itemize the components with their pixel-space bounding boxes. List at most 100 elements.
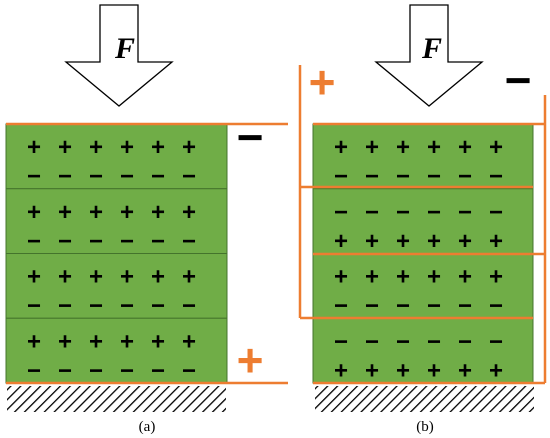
positive-charge: +: [396, 134, 410, 161]
caption-a: (a): [139, 419, 156, 435]
positive-charge: +: [334, 134, 348, 161]
right-electrode-sign-b: −: [505, 54, 532, 106]
negative-charge: −: [27, 163, 41, 190]
negative-charge: −: [365, 328, 379, 355]
negative-charge: −: [365, 199, 379, 226]
positive-charge: +: [89, 264, 103, 291]
positive-charge: +: [58, 264, 72, 291]
positive-charge: +: [427, 264, 441, 291]
positive-charge: +: [396, 228, 410, 255]
positive-charge: +: [120, 264, 134, 291]
negative-charge: −: [458, 293, 472, 320]
negative-charge: −: [89, 228, 103, 255]
positive-charge: +: [182, 328, 196, 355]
negative-charge: −: [151, 357, 165, 384]
dielectric-layer: [312, 317, 534, 384]
left-electrode-sign-b: +: [309, 56, 336, 108]
negative-charge: −: [489, 163, 503, 190]
left-electrode-b: [298, 65, 533, 320]
negative-charge: −: [489, 293, 503, 320]
dielectric-layer: [312, 123, 534, 190]
positive-charge: +: [334, 357, 348, 384]
caption-b: (b): [416, 419, 434, 435]
positive-charge: +: [182, 134, 196, 161]
positive-charge: +: [151, 134, 165, 161]
positive-charge: +: [365, 264, 379, 291]
negative-charge: −: [427, 293, 441, 320]
positive-charge: +: [365, 228, 379, 255]
positive-charge: +: [151, 199, 165, 226]
negative-charge: −: [120, 163, 134, 190]
panel-b: F ++++++−−−−−−−−−−−−++++++++++++−−−−−−−−…: [298, 4, 547, 435]
positive-charge: +: [151, 328, 165, 355]
force-arrow-icon: [64, 4, 174, 107]
negative-charge: −: [151, 163, 165, 190]
ground-icon-a: [7, 386, 226, 412]
positive-charge: +: [151, 264, 165, 291]
positive-charge: +: [489, 357, 503, 384]
bottom-electrode-sign-a: +: [237, 334, 264, 386]
negative-charge: −: [58, 357, 72, 384]
positive-charge: +: [458, 357, 472, 384]
force-label-b: F: [421, 32, 442, 65]
positive-charge: +: [489, 134, 503, 161]
positive-charge: +: [58, 199, 72, 226]
positive-charge: +: [396, 357, 410, 384]
dielectric-layer: [5, 253, 228, 319]
negative-charge: −: [396, 328, 410, 355]
negative-charge: −: [58, 228, 72, 255]
negative-charge: −: [489, 199, 503, 226]
negative-charge: −: [27, 357, 41, 384]
negative-charge: −: [427, 199, 441, 226]
top-electrode-sign-a: −: [237, 111, 264, 163]
negative-charge: −: [427, 163, 441, 190]
negative-charge: −: [396, 163, 410, 190]
dielectric-layer: [312, 253, 534, 319]
positive-charge: +: [89, 328, 103, 355]
positive-charge: +: [458, 228, 472, 255]
negative-charge: −: [27, 228, 41, 255]
positive-charge: +: [489, 264, 503, 291]
negative-charge: −: [120, 228, 134, 255]
layer-stack-b: ++++++−−−−−−−−−−−−++++++++++++−−−−−−−−−−…: [312, 123, 534, 384]
positive-charge: +: [458, 264, 472, 291]
positive-charge: +: [182, 199, 196, 226]
positive-charge: +: [120, 328, 134, 355]
right-electrode-b: [313, 95, 547, 385]
negative-charge: −: [334, 163, 348, 190]
negative-charge: −: [27, 293, 41, 320]
positive-charge: +: [427, 228, 441, 255]
negative-charge: −: [334, 199, 348, 226]
negative-charge: −: [396, 199, 410, 226]
force-arrow-icon: [374, 4, 484, 107]
positive-charge: +: [334, 228, 348, 255]
dielectric-layer: [312, 188, 534, 254]
positive-charge: +: [58, 328, 72, 355]
negative-charge: −: [58, 293, 72, 320]
panel-a: F ++++++−−−−−−++++++−−−−−−++++++−−−−−−++…: [5, 4, 288, 435]
layer-stack-a: ++++++−−−−−−++++++−−−−−−++++++−−−−−−++++…: [5, 123, 228, 384]
positive-charge: +: [120, 199, 134, 226]
negative-charge: −: [365, 163, 379, 190]
negative-charge: −: [427, 328, 441, 355]
positive-charge: +: [89, 199, 103, 226]
negative-charge: −: [89, 357, 103, 384]
negative-charge: −: [182, 228, 196, 255]
positive-charge: +: [120, 134, 134, 161]
negative-charge: −: [182, 293, 196, 320]
negative-charge: −: [458, 163, 472, 190]
positive-charge: +: [427, 134, 441, 161]
positive-charge: +: [489, 228, 503, 255]
negative-charge: −: [120, 293, 134, 320]
positive-charge: +: [427, 357, 441, 384]
negative-charge: −: [89, 163, 103, 190]
negative-charge: −: [151, 293, 165, 320]
positive-charge: +: [27, 199, 41, 226]
negative-charge: −: [334, 293, 348, 320]
force-label-a: F: [114, 32, 135, 65]
positive-charge: +: [27, 264, 41, 291]
positive-charge: +: [27, 134, 41, 161]
negative-charge: −: [458, 199, 472, 226]
positive-charge: +: [182, 264, 196, 291]
